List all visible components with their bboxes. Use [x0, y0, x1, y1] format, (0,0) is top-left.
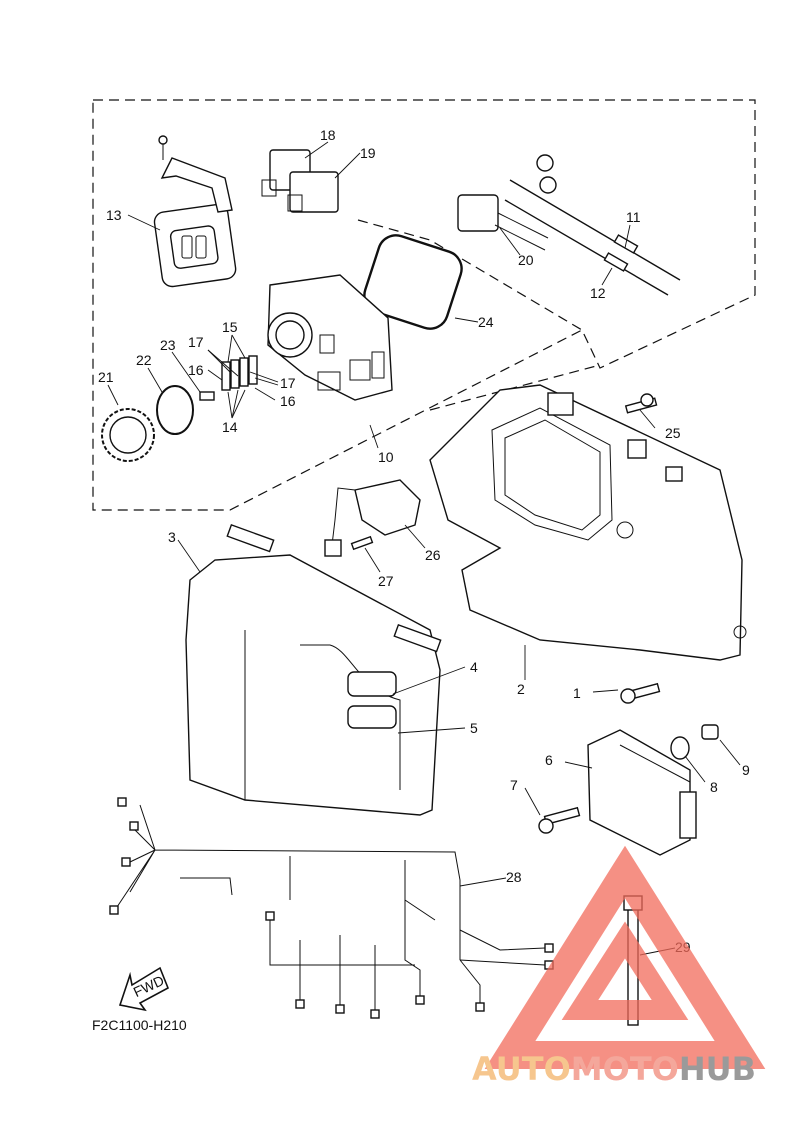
callout-20: 20 [518, 252, 534, 268]
callout-11: 11 [626, 209, 641, 225]
callout-23: 23 [160, 337, 176, 353]
callout-5: 5 [470, 720, 478, 736]
callout-9: 9 [742, 762, 750, 778]
fasteners [350, 393, 719, 834]
callout-27: 27 [378, 573, 394, 589]
callout-10: 10 [378, 449, 394, 465]
callout-17b: 17 [280, 375, 296, 391]
callout-2: 2 [517, 681, 525, 697]
callout-28: 28 [506, 869, 522, 885]
forward-arrow-icon [118, 966, 170, 1012]
callout-12: 12 [590, 285, 606, 301]
ecu-housing [267, 274, 393, 401]
callout-6: 6 [545, 752, 553, 768]
callout-18: 18 [320, 127, 336, 143]
watermark-text: AUTOMOTOHUB [472, 1050, 756, 1088]
watermark-auto: AUTO [472, 1050, 571, 1088]
callout-14: 14 [222, 419, 238, 435]
callout-labels: 1 2 3 4 5 6 7 8 9 10 11 12 13 14 15 16 1… [98, 127, 750, 955]
cap [101, 385, 194, 462]
callout-16a: 16 [188, 362, 204, 378]
callout-16b: 16 [280, 393, 296, 409]
drawing-code: F2C1100-H210 [92, 1017, 187, 1033]
watermark-logo [484, 845, 766, 1069]
ecu-module [587, 729, 697, 856]
callout-3: 3 [168, 529, 176, 545]
relay-cover [153, 135, 237, 288]
assembly-outline [92, 99, 756, 511]
gasket [363, 234, 463, 330]
fuses [199, 355, 258, 401]
callout-8: 8 [710, 779, 718, 795]
watermark-hub: HUB [679, 1050, 756, 1088]
callout-19: 19 [360, 145, 376, 161]
wiring-harness [109, 797, 554, 1019]
callout-26: 26 [425, 547, 441, 563]
callout-22: 22 [136, 352, 152, 368]
sensor-26 [324, 479, 421, 557]
callout-7: 7 [510, 777, 518, 793]
relays [261, 149, 339, 213]
tray [429, 384, 747, 661]
callout-25: 25 [665, 425, 681, 441]
callout-17a: 17 [188, 334, 204, 350]
callout-24: 24 [478, 314, 494, 330]
sensor-20 [457, 194, 549, 251]
callout-1: 1 [573, 685, 581, 701]
callout-21: 21 [98, 369, 114, 385]
cables [504, 154, 681, 296]
callout-15: 15 [222, 319, 238, 335]
cover [185, 523, 442, 816]
callout-4: 4 [470, 659, 478, 675]
watermark-moto: MOTO [571, 1050, 679, 1088]
callout-13: 13 [106, 207, 122, 223]
leader-lines [107, 141, 741, 956]
